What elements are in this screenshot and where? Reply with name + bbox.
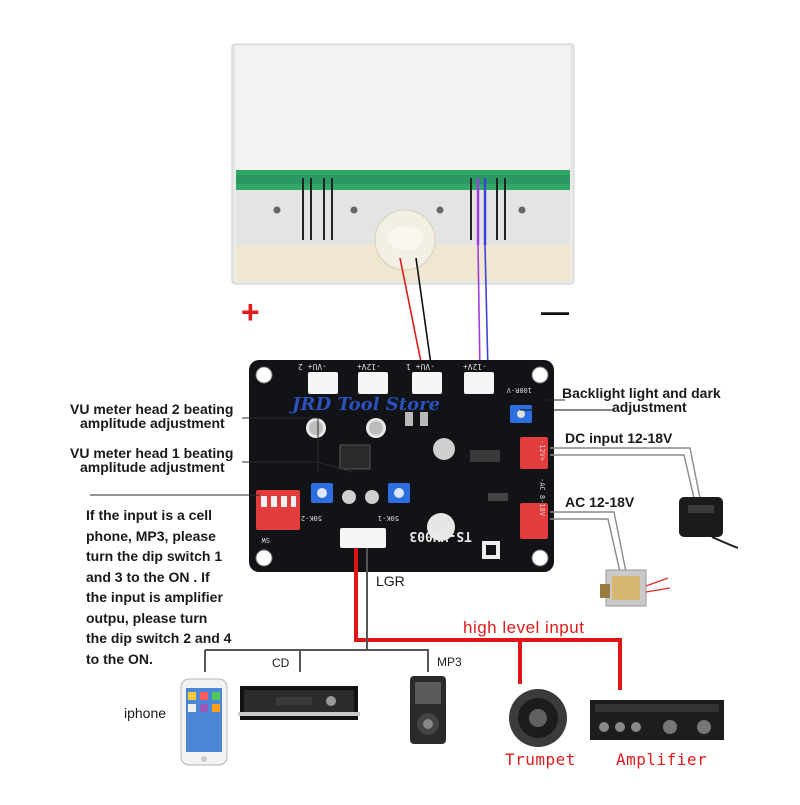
amplifier-label: Amplifier — [616, 750, 708, 769]
side-label-ac: -AC 8-18V — [538, 478, 546, 517]
vu-head2-label-line1: VU meter head 2 beating — [70, 401, 234, 417]
trumpet-speaker-device — [509, 689, 567, 747]
header-vu2-label: -VU+ 2 — [298, 362, 327, 371]
input-note-line: If the input is a cell — [86, 507, 213, 523]
backlight-label-line2: adjustment — [612, 399, 687, 415]
mp3-player-device — [410, 676, 446, 744]
side-label-sw: SW — [261, 536, 270, 544]
vu-driver-board: -VU+ 2 -12V+ -VU+ 1 -12V+ 50K-2 50K-1 10… — [249, 360, 554, 572]
backlight-label-line1: Backlight light and dark — [562, 385, 721, 401]
vu-head1-label-line2: amplitude adjustment — [80, 459, 225, 475]
trumpet-label: Trumpet — [505, 750, 576, 769]
cd-player-device — [238, 686, 360, 720]
input-note-line: the input is amplifier — [86, 589, 223, 605]
high-level-input-label: high level input — [463, 618, 585, 637]
vu-head1-label-line1: VU meter head 1 beating — [70, 445, 234, 461]
pot-label-backlight: 100R-V — [506, 386, 532, 394]
board-model-label: TS-VU003 — [409, 528, 472, 543]
lgr-label: LGR — [376, 573, 405, 589]
pot-label-2: 50K-2 — [301, 514, 322, 522]
side-label-dc: -12V+ — [538, 440, 546, 461]
input-note-line: and 3 to the ON . If — [86, 568, 210, 585]
watermark-text: JRD Tool Store — [292, 394, 441, 415]
iphone-device — [180, 678, 228, 766]
positive-terminal-sign: + — [241, 294, 260, 330]
iphone-label: iphone — [124, 705, 167, 721]
dc-adapter — [679, 497, 739, 549]
amplifier-device — [590, 700, 724, 740]
vu-head2-label-line2: amplitude adjustment — [80, 415, 225, 431]
mp3-label: MP3 — [437, 655, 462, 669]
header-12v-label-2: -12V+ — [463, 362, 487, 371]
pot-label-1: 50K-1 — [378, 514, 399, 522]
dc-input-label: DC input 12-18V — [565, 430, 673, 446]
ac-input-label: AC 12-18V — [565, 494, 635, 510]
ac-transformer — [600, 569, 671, 607]
vu-meter-panel — [231, 43, 575, 285]
input-note-line: phone, MP3, please — [86, 527, 216, 544]
input-note-line: turn the dip switch 1 — [86, 548, 223, 564]
header-vu1-label: -VU+ 1 — [406, 362, 435, 371]
input-note-line: outpu, please turn — [86, 609, 208, 626]
input-note-line: to the ON. — [86, 650, 153, 667]
input-note-paragraph: If the input is a cell phone, MP3, pleas… — [86, 505, 296, 669]
cd-label: CD — [272, 656, 290, 670]
negative-terminal-sign: — — [541, 296, 569, 327]
input-wiring — [204, 548, 622, 690]
header-12v-label: -12V+ — [357, 362, 381, 371]
input-note-line: the dip switch 2 and 4 — [86, 630, 232, 646]
